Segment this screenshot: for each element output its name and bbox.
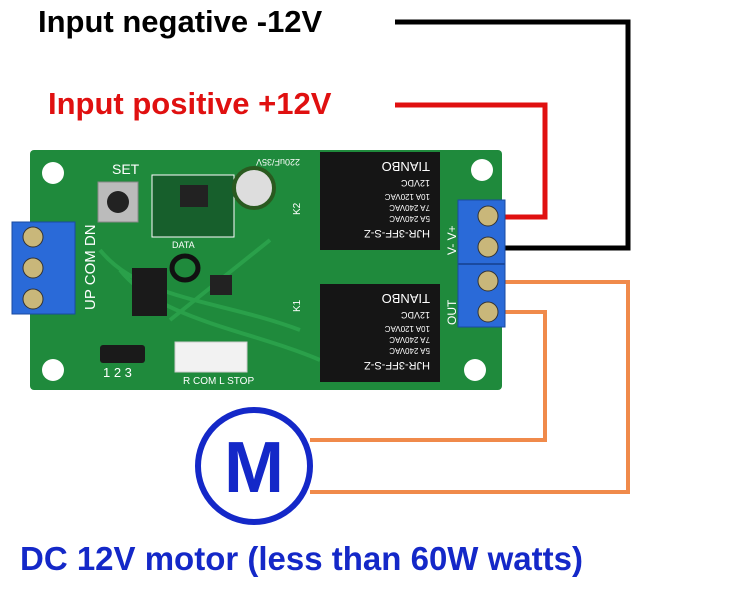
data-label: DATA: [172, 240, 195, 250]
input-positive-label: Input positive +12V: [48, 86, 332, 121]
svg-text:HJR-3FF-S-Z: HJR-3FF-S-Z: [364, 227, 430, 239]
svg-text:10A 120VAC: 10A 120VAC: [385, 192, 430, 201]
motor-caption: DC 12V motor (less than 60W watts): [20, 540, 583, 577]
jumper-label: 1 2 3: [103, 365, 132, 380]
svg-text:HJR-3FF-S-Z: HJR-3FF-S-Z: [364, 359, 430, 371]
svg-text:TIANBO: TIANBO: [382, 159, 430, 174]
input-negative-label: Input negative -12V: [38, 4, 323, 39]
positive-wire: [395, 102, 548, 220]
motor-symbol: M: [195, 407, 313, 525]
relay-k2: HJR-3FF-S-Z 5A 240VAC 7A 240VAC 10A 120V…: [320, 152, 440, 250]
svg-text:12VDC: 12VDC: [400, 310, 430, 320]
control-terminal-block[interactable]: [11, 221, 76, 315]
power-output-terminal-block[interactable]: [457, 199, 506, 328]
svg-text:7A 240VAC: 7A 240VAC: [389, 335, 430, 344]
motor-wire-1: [310, 280, 630, 494]
k2-label: K2: [292, 202, 303, 215]
set-label: SET: [112, 161, 140, 177]
connector-label: R COM L STOP: [183, 376, 254, 387]
negative-wire: [395, 19, 631, 251]
left-terminal-label: UP COM DN: [82, 224, 99, 310]
capacitor: [232, 166, 276, 210]
motor-wire-2: [310, 310, 547, 442]
stop-connector[interactable]: [174, 341, 248, 373]
out-label: OUT: [445, 299, 459, 325]
k1-label: K1: [292, 299, 303, 312]
svg-text:12VDC: 12VDC: [400, 178, 430, 188]
motor-letter: M: [224, 428, 284, 508]
svg-text:7A 240VAC: 7A 240VAC: [389, 203, 430, 212]
svg-text:5A 240VAC: 5A 240VAC: [389, 346, 430, 355]
svg-text:10A 120VAC: 10A 120VAC: [385, 324, 430, 333]
capacitor-label: 220uF/35V: [256, 157, 300, 167]
power-label: V- V+: [445, 225, 459, 255]
relay-k1: HJR-3FF-S-Z 5A 240VAC 7A 240VAC 10A 120V…: [320, 284, 440, 382]
svg-text:5A 240VAC: 5A 240VAC: [389, 214, 430, 223]
svg-text:TIANBO: TIANBO: [382, 291, 430, 306]
